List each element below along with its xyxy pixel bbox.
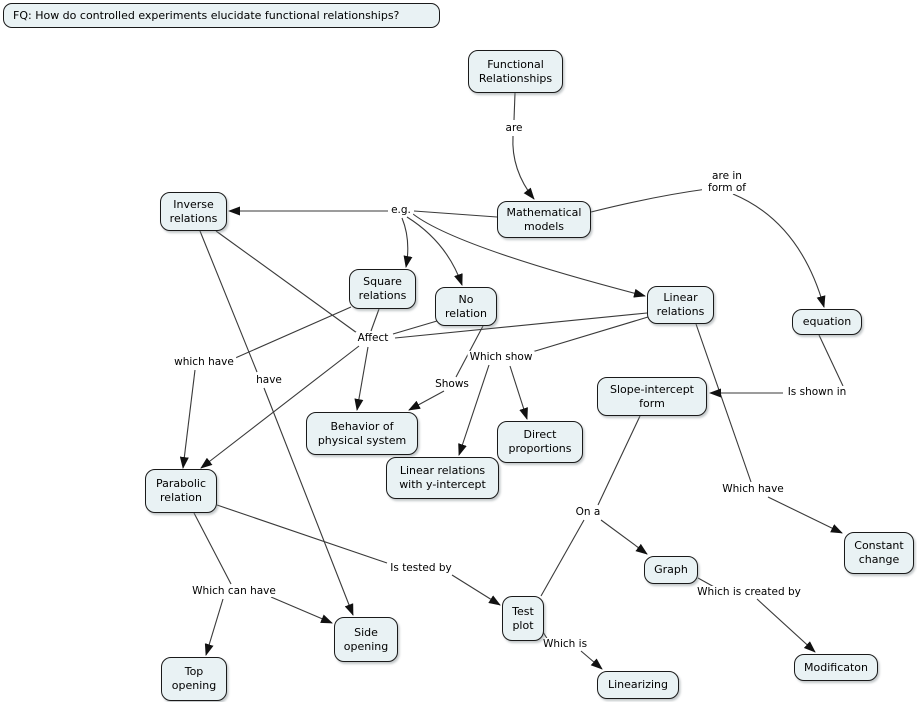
edge-line-5 (406, 216, 463, 286)
edge-line-15 (232, 306, 352, 360)
link-label-which-can-have[interactable]: Which can have (190, 584, 278, 598)
node-top-opening[interactable]: Top opening (161, 657, 227, 701)
node-mathematical-models[interactable]: Mathematical models (497, 201, 591, 238)
edge-line-28 (597, 415, 641, 506)
node-square-relations[interactable]: Square relations (349, 269, 416, 309)
edge-line-18 (263, 387, 354, 616)
link-label-shows[interactable]: Shows (433, 377, 471, 391)
edge-line-24 (695, 323, 752, 483)
edge-line-39 (580, 650, 603, 670)
node-test-plot[interactable]: Test plot (502, 596, 544, 641)
link-label-affect[interactable]: Affect (355, 331, 391, 345)
node-linearizing[interactable]: Linearizing (597, 671, 679, 699)
focus-question[interactable]: FQ: How do controlled experiments elucid… (3, 3, 440, 28)
edge-line-1 (512, 135, 535, 200)
node-direct-proportions[interactable]: Direct proportions (497, 421, 583, 463)
edge-line-25 (767, 496, 843, 534)
link-label-is-shown-in[interactable]: Is shown in (785, 385, 849, 399)
edge-line-8 (732, 193, 826, 308)
link-label-which-show[interactable]: Which show (467, 350, 535, 364)
edge-line-0 (513, 92, 516, 121)
edge-line-30 (540, 519, 585, 597)
edge-line-37 (756, 598, 816, 653)
node-side-opening[interactable]: Side opening (334, 617, 398, 662)
edge-line-29 (600, 519, 648, 555)
node-linear-relations[interactable]: Linear relations (647, 286, 714, 324)
link-label-which-have-left[interactable]: which have (172, 355, 236, 369)
link-label-on-a[interactable]: On a (573, 505, 603, 519)
link-label-which-is-created-by[interactable]: Which is created by (695, 585, 803, 599)
edge-line-14 (200, 345, 360, 469)
node-graph[interactable]: Graph (644, 556, 698, 584)
link-label-have[interactable]: have (254, 373, 284, 387)
edge-line-22 (458, 364, 490, 456)
edge-line-6 (412, 213, 646, 298)
edge-line-12 (394, 312, 648, 339)
link-label-is-tested-by[interactable]: Is tested by (388, 561, 454, 575)
edge-line-9 (215, 230, 358, 334)
edge-line-26 (818, 334, 844, 387)
edge-line-2 (413, 210, 498, 218)
edge-line-16 (179, 369, 196, 469)
node-equation[interactable]: equation (792, 309, 862, 335)
edge-line-13 (354, 346, 369, 411)
edge-line-35 (270, 596, 333, 624)
edge-line-20 (408, 390, 445, 411)
edge-line-11 (392, 320, 438, 335)
edge-line-34 (204, 598, 224, 656)
node-constant-change[interactable]: Constant change (844, 532, 914, 574)
node-parabolic-relation[interactable]: Parabolic relation (145, 469, 217, 513)
link-label-which-is[interactable]: Which is (540, 637, 590, 651)
edge-line-33 (193, 512, 232, 585)
edge-line-4 (401, 217, 413, 268)
node-behavior-of-physical-system[interactable]: Behavior of physical system (306, 412, 418, 455)
node-no-relation[interactable]: No relation (435, 287, 497, 326)
node-modificaton[interactable]: Modificaton (794, 654, 878, 681)
edge-line-21 (531, 316, 649, 353)
node-linear-relations-with-y-intercept[interactable]: Linear relations with y-intercept (386, 457, 499, 499)
link-label-eg[interactable]: e.g. (389, 203, 413, 217)
node-inverse-relations[interactable]: Inverse relations (160, 192, 227, 231)
node-functional-relationships[interactable]: Functional Relationships (468, 50, 563, 93)
node-slope-intercept-form[interactable]: Slope-intercept form (597, 377, 707, 416)
link-label-are-in-form-of[interactable]: are in form of (702, 169, 752, 195)
link-label-are[interactable]: are (503, 121, 525, 135)
edge-line-31 (216, 504, 388, 564)
edge-line-23 (509, 365, 528, 420)
edge-line-32 (451, 574, 501, 606)
link-label-which-have-right[interactable]: Which have (720, 482, 786, 496)
edge-line-10 (370, 308, 380, 332)
edge-line-7 (590, 188, 708, 213)
edge-line-17 (199, 230, 258, 373)
